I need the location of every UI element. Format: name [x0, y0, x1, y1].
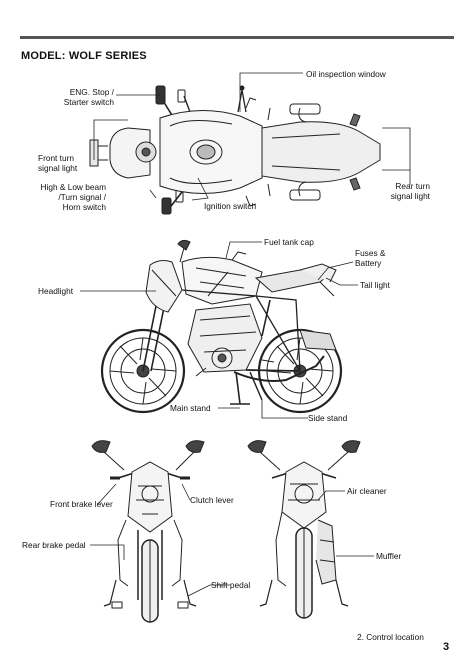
label-front-turn-signal: Front turn signal light — [38, 153, 78, 173]
caption: 2. Control location — [357, 632, 424, 642]
label-front-brake-lever: Front brake lever — [50, 499, 113, 509]
label-air-cleaner: Air cleaner — [347, 486, 387, 496]
label-tail-light: Tail light — [360, 280, 390, 290]
label-ignition-switch: Ignition switch — [204, 201, 257, 211]
label-side-stand: Side stand — [308, 413, 348, 423]
label-rear-brake-pedal: Rear brake pedal — [22, 540, 86, 550]
label-main-stand: Main stand — [170, 403, 211, 413]
label-fuses-battery: Fuses & Battery — [355, 248, 386, 268]
label-oil-inspection-window: Oil inspection window — [306, 69, 386, 79]
label-shift-pedal: Shift pedal — [211, 580, 251, 590]
top-view-drawing — [89, 85, 381, 215]
front-view-drawing — [91, 440, 205, 623]
header-rule — [20, 36, 454, 39]
page-number: 3 — [443, 641, 450, 653]
page-title: MODEL: WOLF SERIES — [21, 50, 147, 62]
rear-view-leaders — [317, 490, 374, 557]
label-eng-stop-starter-switch: ENG. Stop / Starter switch — [63, 87, 114, 107]
label-muffler: Muffler — [376, 551, 402, 561]
side-view-drawing — [100, 239, 343, 414]
top-view-leaders — [93, 72, 411, 201]
side-view-leaders — [80, 241, 358, 419]
label-headlight: Headlight — [38, 286, 74, 296]
rear-view-drawing — [247, 440, 361, 619]
label-beam-turn-horn-switch: High & Low beam /Turn signal / Horn swit… — [40, 182, 107, 212]
label-fuel-tank-cap: Fuel tank cap — [264, 237, 314, 247]
label-clutch-lever: Clutch lever — [190, 495, 234, 505]
label-rear-turn-signal: Rear turn signal light — [390, 181, 430, 201]
front-view-leaders — [90, 483, 230, 597]
